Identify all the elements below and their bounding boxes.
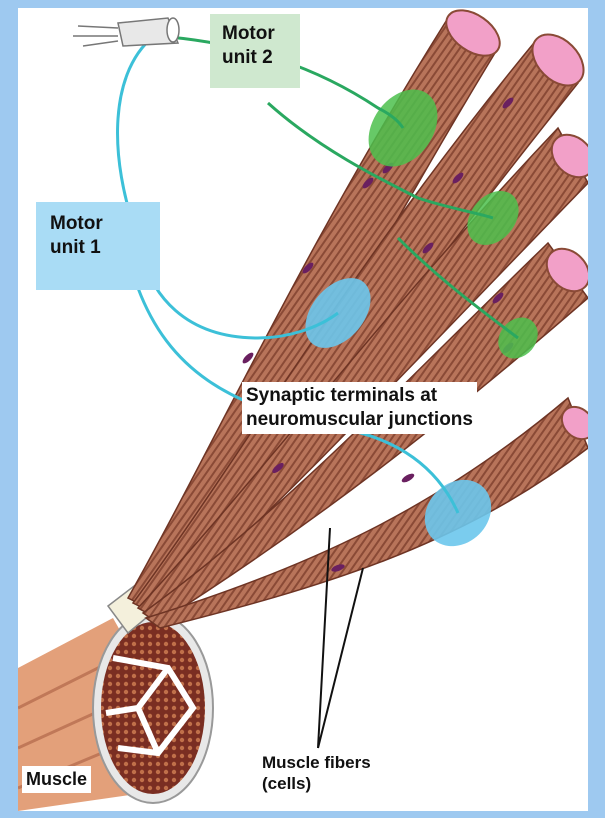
nerve-bundle-icon xyxy=(73,18,179,46)
muscle-label: Muscle xyxy=(22,766,91,793)
motor-unit-2-line-1: Motor xyxy=(222,22,288,46)
diagram-panel: Motor unit 2 Motor unit 1 Synaptic termi… xyxy=(18,8,588,811)
motor-unit-2-label: Motor unit 2 xyxy=(210,14,300,88)
muscle-fibers-label: Muscle fibers (cells) xyxy=(262,752,371,795)
synaptic-line-2: neuromuscular junctions xyxy=(246,408,473,432)
motor-unit-1-label: Motor unit 1 xyxy=(36,202,160,290)
motor-unit-1-line-1: Motor xyxy=(50,212,146,236)
synaptic-line-1: Synaptic terminals at xyxy=(246,384,473,408)
synaptic-terminals-label: Synaptic terminals at neuromuscular junc… xyxy=(242,382,477,434)
muscle-fibers-line-2: (cells) xyxy=(262,773,371,794)
motor-unit-2-line-2: unit 2 xyxy=(222,46,288,70)
muscle-fibers-line-1: Muscle fibers xyxy=(262,752,371,773)
motor-unit-1-line-2: unit 1 xyxy=(50,236,146,260)
